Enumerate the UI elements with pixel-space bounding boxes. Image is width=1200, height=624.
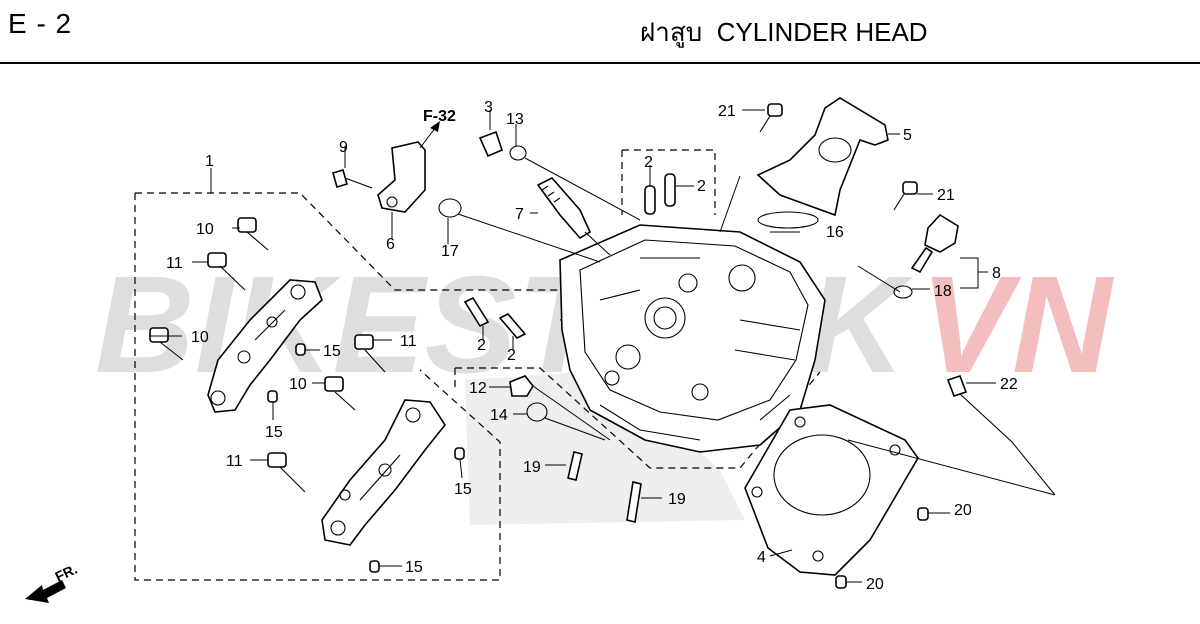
callout-6: 6 [386, 236, 395, 253]
dowels-15 [267, 343, 465, 573]
callout-21: 21 [718, 103, 736, 120]
insulator-o-ring [757, 211, 819, 229]
page-header: E - 2 ฝาสูบ CYLINDER HEAD [0, 0, 1200, 64]
callout-19: 19 [668, 491, 686, 508]
o-ring-13 [509, 145, 527, 161]
gray-logo-shading [465, 370, 745, 525]
leader-lines [150, 109, 1056, 583]
callout-15: 15 [405, 559, 423, 576]
callout-16: 16 [826, 224, 844, 241]
sensor [910, 213, 959, 274]
f32-arrowhead [430, 121, 440, 132]
callout-11: 11 [166, 255, 183, 272]
callout-2: 2 [477, 337, 486, 354]
callout-5: 5 [903, 127, 912, 144]
callout-1: 1 [205, 153, 214, 170]
callout-8: 8 [992, 265, 1001, 282]
callout-15: 15 [265, 424, 283, 441]
bolt-22 [946, 374, 1013, 443]
camshaft-holder-lower [321, 399, 446, 546]
group-boundary-head-top [621, 149, 716, 215]
callout-3: 3 [484, 99, 493, 116]
group-boundary-camshaft-holders [134, 192, 590, 581]
watermark-text-accent: VN [920, 248, 1115, 402]
callout-labels: 1 2 2 2 2 3 4 5 6 7 8 9 10 10 10 11 11 1… [166, 99, 1018, 593]
callout-2: 2 [507, 347, 516, 364]
camshaft-holder-upper [207, 279, 323, 413]
callout-14: 14 [490, 407, 508, 424]
spark-plug [536, 177, 592, 240]
callout-13: 13 [506, 111, 524, 128]
page-code: E - 2 [8, 8, 73, 39]
callout-18: 18 [934, 283, 952, 300]
sensor-o-ring [893, 285, 913, 299]
callout-17: 17 [441, 243, 459, 260]
dowels-20 [835, 507, 929, 589]
bolt-9 [332, 169, 373, 189]
bolts-10-11 [149, 217, 386, 493]
callout-10: 10 [289, 376, 307, 393]
o-ring-17 [438, 198, 462, 218]
front-direction-label: FR. [53, 561, 80, 585]
front-arrow-icon [25, 580, 66, 603]
callout-11: 11 [226, 453, 243, 470]
callout-21: 21 [937, 187, 955, 204]
callout-4: 4 [757, 549, 766, 566]
callout-10: 10 [196, 221, 214, 238]
sensor-bracket [377, 141, 426, 213]
front-direction-indicator: FR. [25, 561, 80, 603]
washer-14 [526, 402, 548, 422]
callout-20: 20 [866, 576, 884, 593]
nut-12 [509, 375, 534, 397]
callout-22: 22 [1000, 376, 1018, 393]
callout-15: 15 [323, 343, 341, 360]
callout-9: 9 [339, 139, 348, 156]
callout-12: 12 [469, 380, 487, 397]
exploded-parts-diagram: BIKESTOCK VN [25, 97, 1115, 603]
callout-10: 10 [191, 329, 209, 346]
studs-19 [567, 451, 642, 523]
callout-2: 2 [644, 154, 653, 171]
callout-19: 19 [523, 459, 541, 476]
header-rule [0, 62, 1200, 64]
callout-2: 2 [697, 178, 706, 195]
callout-20: 20 [954, 502, 972, 519]
dowel-pins [463, 173, 676, 339]
bolts-21 [759, 103, 918, 211]
cap-3 [478, 130, 503, 158]
callout-15: 15 [454, 481, 472, 498]
page-title: ฝาสูบ CYLINDER HEAD [640, 17, 928, 47]
insulator [756, 97, 889, 217]
reference-label: F-32 [423, 108, 456, 125]
callout-7: 7 [515, 206, 524, 223]
f32-arrow [419, 126, 437, 149]
callout-11: 11 [400, 333, 417, 350]
